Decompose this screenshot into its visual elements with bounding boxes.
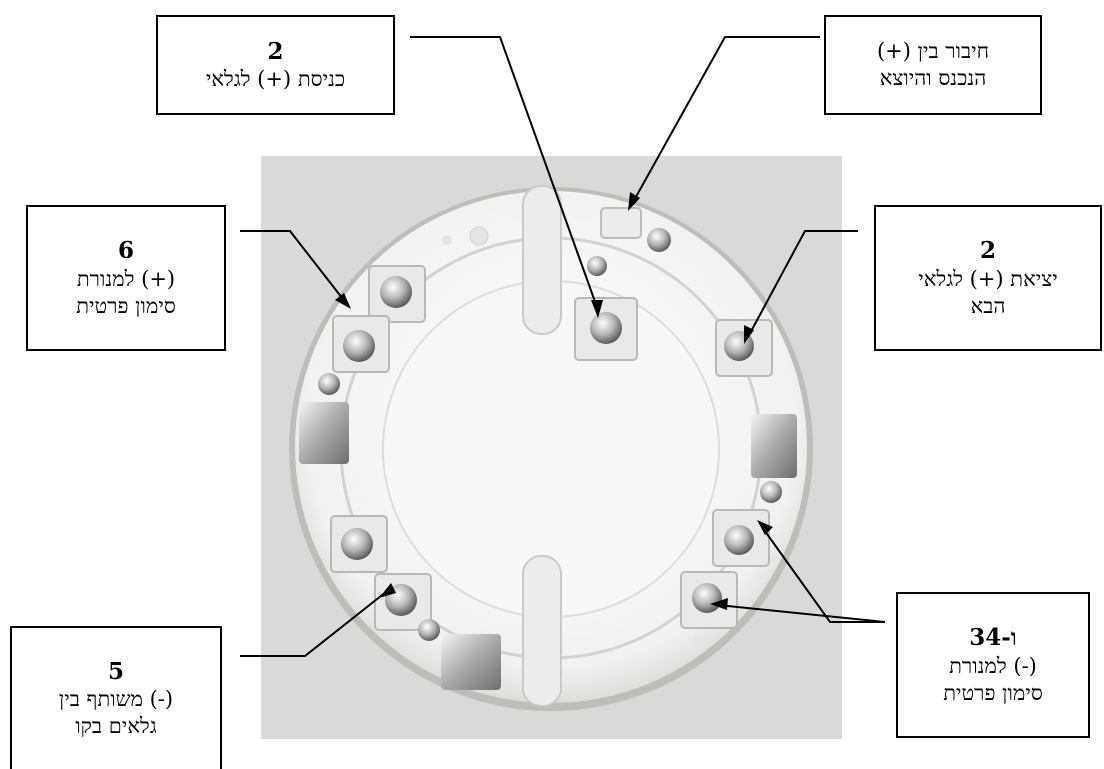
contact-clip-bottom (441, 634, 501, 690)
callout-plus-output: 2 יציאת (+) לגלאי הבא (874, 205, 1102, 351)
arrowhead-input (591, 300, 603, 318)
callout-input-plus: 2 כניסת (+) לגלאי (156, 15, 395, 115)
callout-plus-remote-lamp: 6 (+) למנורת סימון פרטית (26, 205, 226, 351)
terminal-right-lower (680, 481, 782, 629)
terminal-top-right (600, 207, 671, 252)
callout-minus-common-number: 5 (107, 657, 124, 685)
arrowhead-right-lower-a (757, 520, 773, 535)
detector-base-illustration (261, 156, 842, 739)
leader-line-left-lower (240, 591, 387, 657)
callout-input-plus-number: 2 (267, 37, 284, 65)
leader-line-right-lower-b (717, 604, 886, 623)
callout-plus-output-number: 2 (979, 237, 996, 265)
callout-minus-remote-lamp-line-2: סימון פרטית (943, 680, 1043, 705)
arrowhead-right-upper (744, 325, 754, 344)
arrowhead-left-upper (335, 293, 351, 309)
arrowhead-left-lower (379, 583, 396, 598)
callout-plus-output-line-2: הבא (970, 293, 1006, 318)
callout-plus-remote-lamp-line-2: סימון פרטית (76, 293, 176, 318)
mounting-slot-top (522, 185, 562, 335)
leader-line-right-lower-a (761, 526, 885, 623)
callout-plus-bridge-line-2: הנכנס והיוצא (879, 66, 987, 90)
terminal-center-top (574, 256, 638, 361)
callout-plus-bridge-line-1: חיבור בין (+) (876, 39, 990, 64)
callout-minus-common: 5 (-) משותף בין גלאים בקו (10, 626, 222, 769)
callout-minus-remote-lamp-number: 3ו-4 (969, 624, 1017, 652)
callout-plus-remote-lamp-number: 6 (117, 237, 134, 265)
leader-line-left-upper (240, 230, 347, 304)
callout-plus-bridge: חיבור בין (+) הנכנס והיוצא (824, 15, 1042, 115)
contact-clip-left (299, 402, 349, 464)
leader-line-right-upper (747, 230, 858, 338)
leader-line-bridge (631, 36, 820, 205)
arrowhead-right-lower-b (710, 598, 728, 610)
contact-clip-right (751, 414, 797, 478)
leader-line-input (410, 36, 599, 311)
terminal-left-upper (318, 265, 426, 395)
callout-minus-common-line-2: גלאים בקו (75, 714, 157, 739)
mounting-slot-bottom (522, 555, 562, 707)
callout-input-plus-line-1: כניסת (+) לגלאי (205, 67, 346, 92)
callout-minus-remote-lamp: 3ו-4 (-) למנורת סימון פרטית (896, 592, 1090, 738)
callout-minus-common-line-1: (-) משותף בין (58, 687, 174, 712)
detector-base-photo (261, 156, 842, 739)
callout-plus-output-line-1: יציאת (+) לגלאי (918, 266, 1058, 291)
callout-minus-remote-lamp-line-1: (-) למנורת (949, 653, 1037, 678)
arrowhead-bridge (628, 192, 640, 211)
callout-plus-remote-lamp-line-1: (+) למנורת (76, 266, 176, 291)
